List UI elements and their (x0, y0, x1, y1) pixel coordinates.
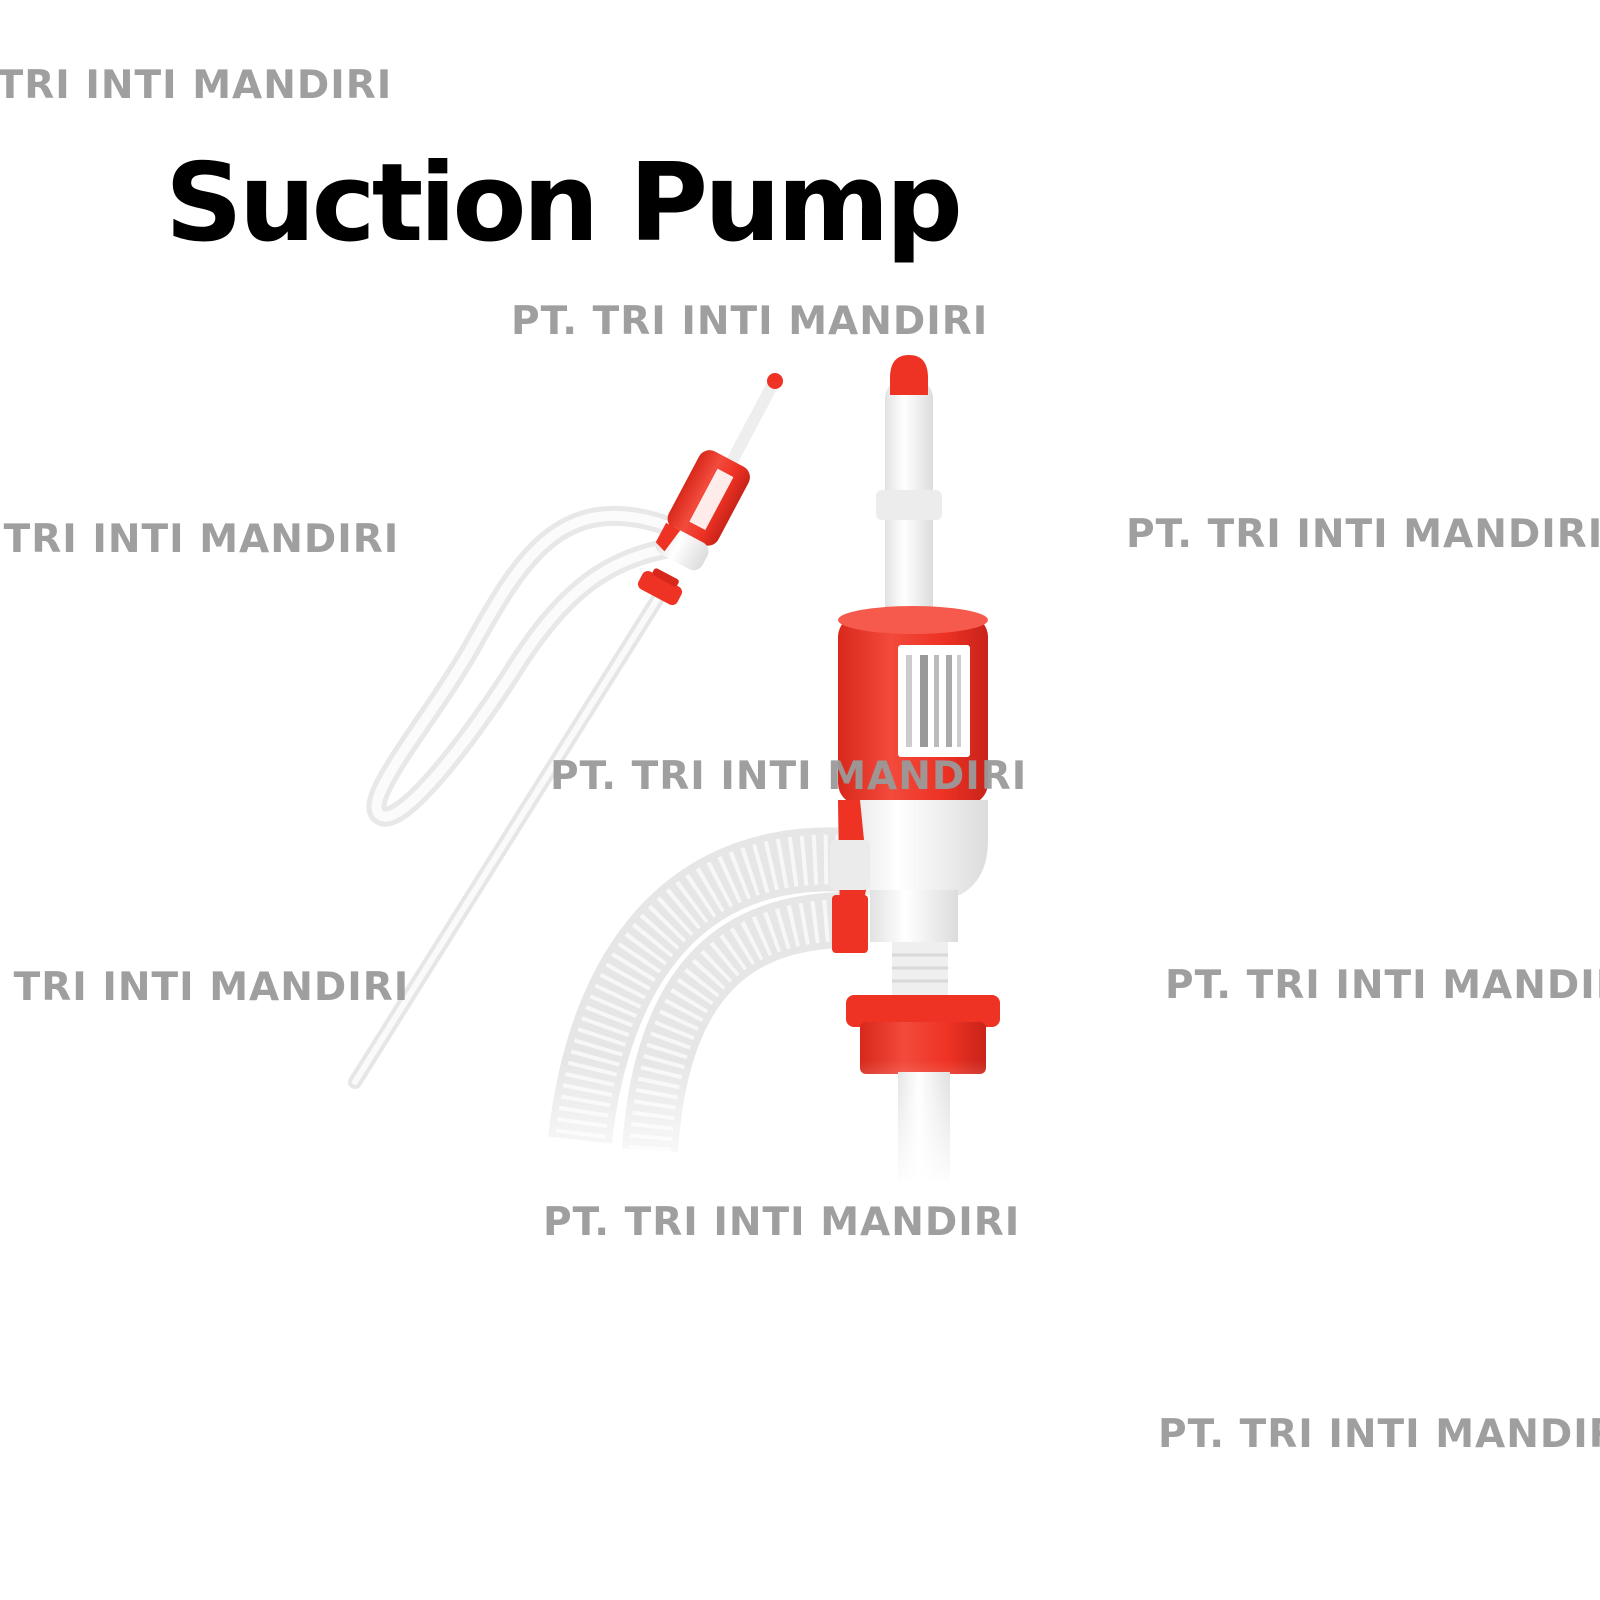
watermark-text: PT. TRI INTI MANDIRI (550, 754, 1028, 799)
small-pump (348, 373, 783, 1089)
watermark-text: PT. TRI INTI MANDIRI (1165, 963, 1600, 1008)
watermark-text: PT. TRI INTI MANDIRI (1158, 1412, 1600, 1457)
watermark-text: PT. TRI INTI MANDIRI (0, 965, 410, 1010)
watermark-text: PT. TRI INTI MANDIRI (543, 1200, 1021, 1245)
watermark-text: PT. TRI INTI MANDIRI (1126, 512, 1600, 557)
watermark-text: PT. TRI INTI MANDIRI (0, 63, 393, 108)
page-title: Suction Pump (165, 141, 963, 266)
watermark-text: PT. TRI INTI MANDIRI (0, 517, 400, 562)
watermark-text: PT. TRI INTI MANDIRI (511, 299, 989, 344)
